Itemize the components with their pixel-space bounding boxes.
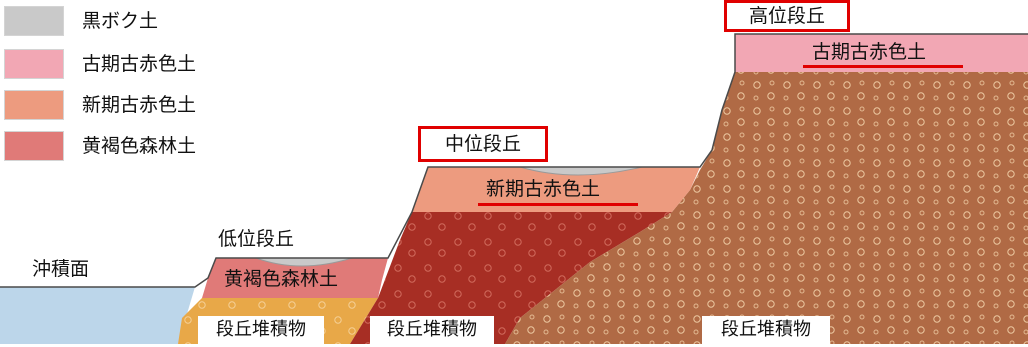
high-terrace-label: 高位段丘	[724, 0, 850, 32]
alluvial-plain-label: 沖積面	[32, 258, 90, 280]
low-terrace-soil-label: 黄褐色森林土	[224, 268, 339, 290]
legend-label-old-red-soil: 古期古赤色土	[82, 53, 197, 75]
middle-terrace-soil-underline	[478, 203, 638, 206]
terrain-outline	[0, 33, 1028, 288]
high-terrace-old-red-soil	[735, 34, 1028, 72]
middle-terrace-new-red-soil	[412, 167, 700, 212]
middle-terrace-soil-label: 新期古赤色土	[486, 178, 601, 200]
middle-terrace-label: 中位段丘	[418, 126, 548, 162]
legend-swatch-new-red-soil	[4, 90, 64, 120]
low-terrace-forest-soil	[202, 258, 388, 298]
alluvial-layer	[0, 287, 195, 344]
low-terrace-label: 低位段丘	[218, 228, 295, 250]
legend-swatch-forest-soil	[4, 131, 64, 161]
kuroboku-lens-middle	[519, 166, 643, 176]
high-terrace-soil-label: 古期古赤色土	[812, 41, 927, 63]
middle-terrace-deposit-label: 段丘堆積物	[370, 316, 494, 344]
legend-label-forest-soil: 黄褐色森林土	[82, 135, 197, 157]
high-terrace-deposit-label: 段丘堆積物	[702, 316, 830, 344]
legend-label-new-red-soil: 新期古赤色土	[82, 94, 197, 116]
legend-swatch-old-red-soil	[4, 49, 64, 79]
legend-swatch-kuroboku	[4, 6, 64, 36]
low-terrace-deposit-label: 段丘堆積物	[198, 316, 324, 344]
high-terrace-soil-underline	[803, 65, 963, 68]
legend-label-kuroboku: 黒ボク土	[82, 10, 159, 32]
